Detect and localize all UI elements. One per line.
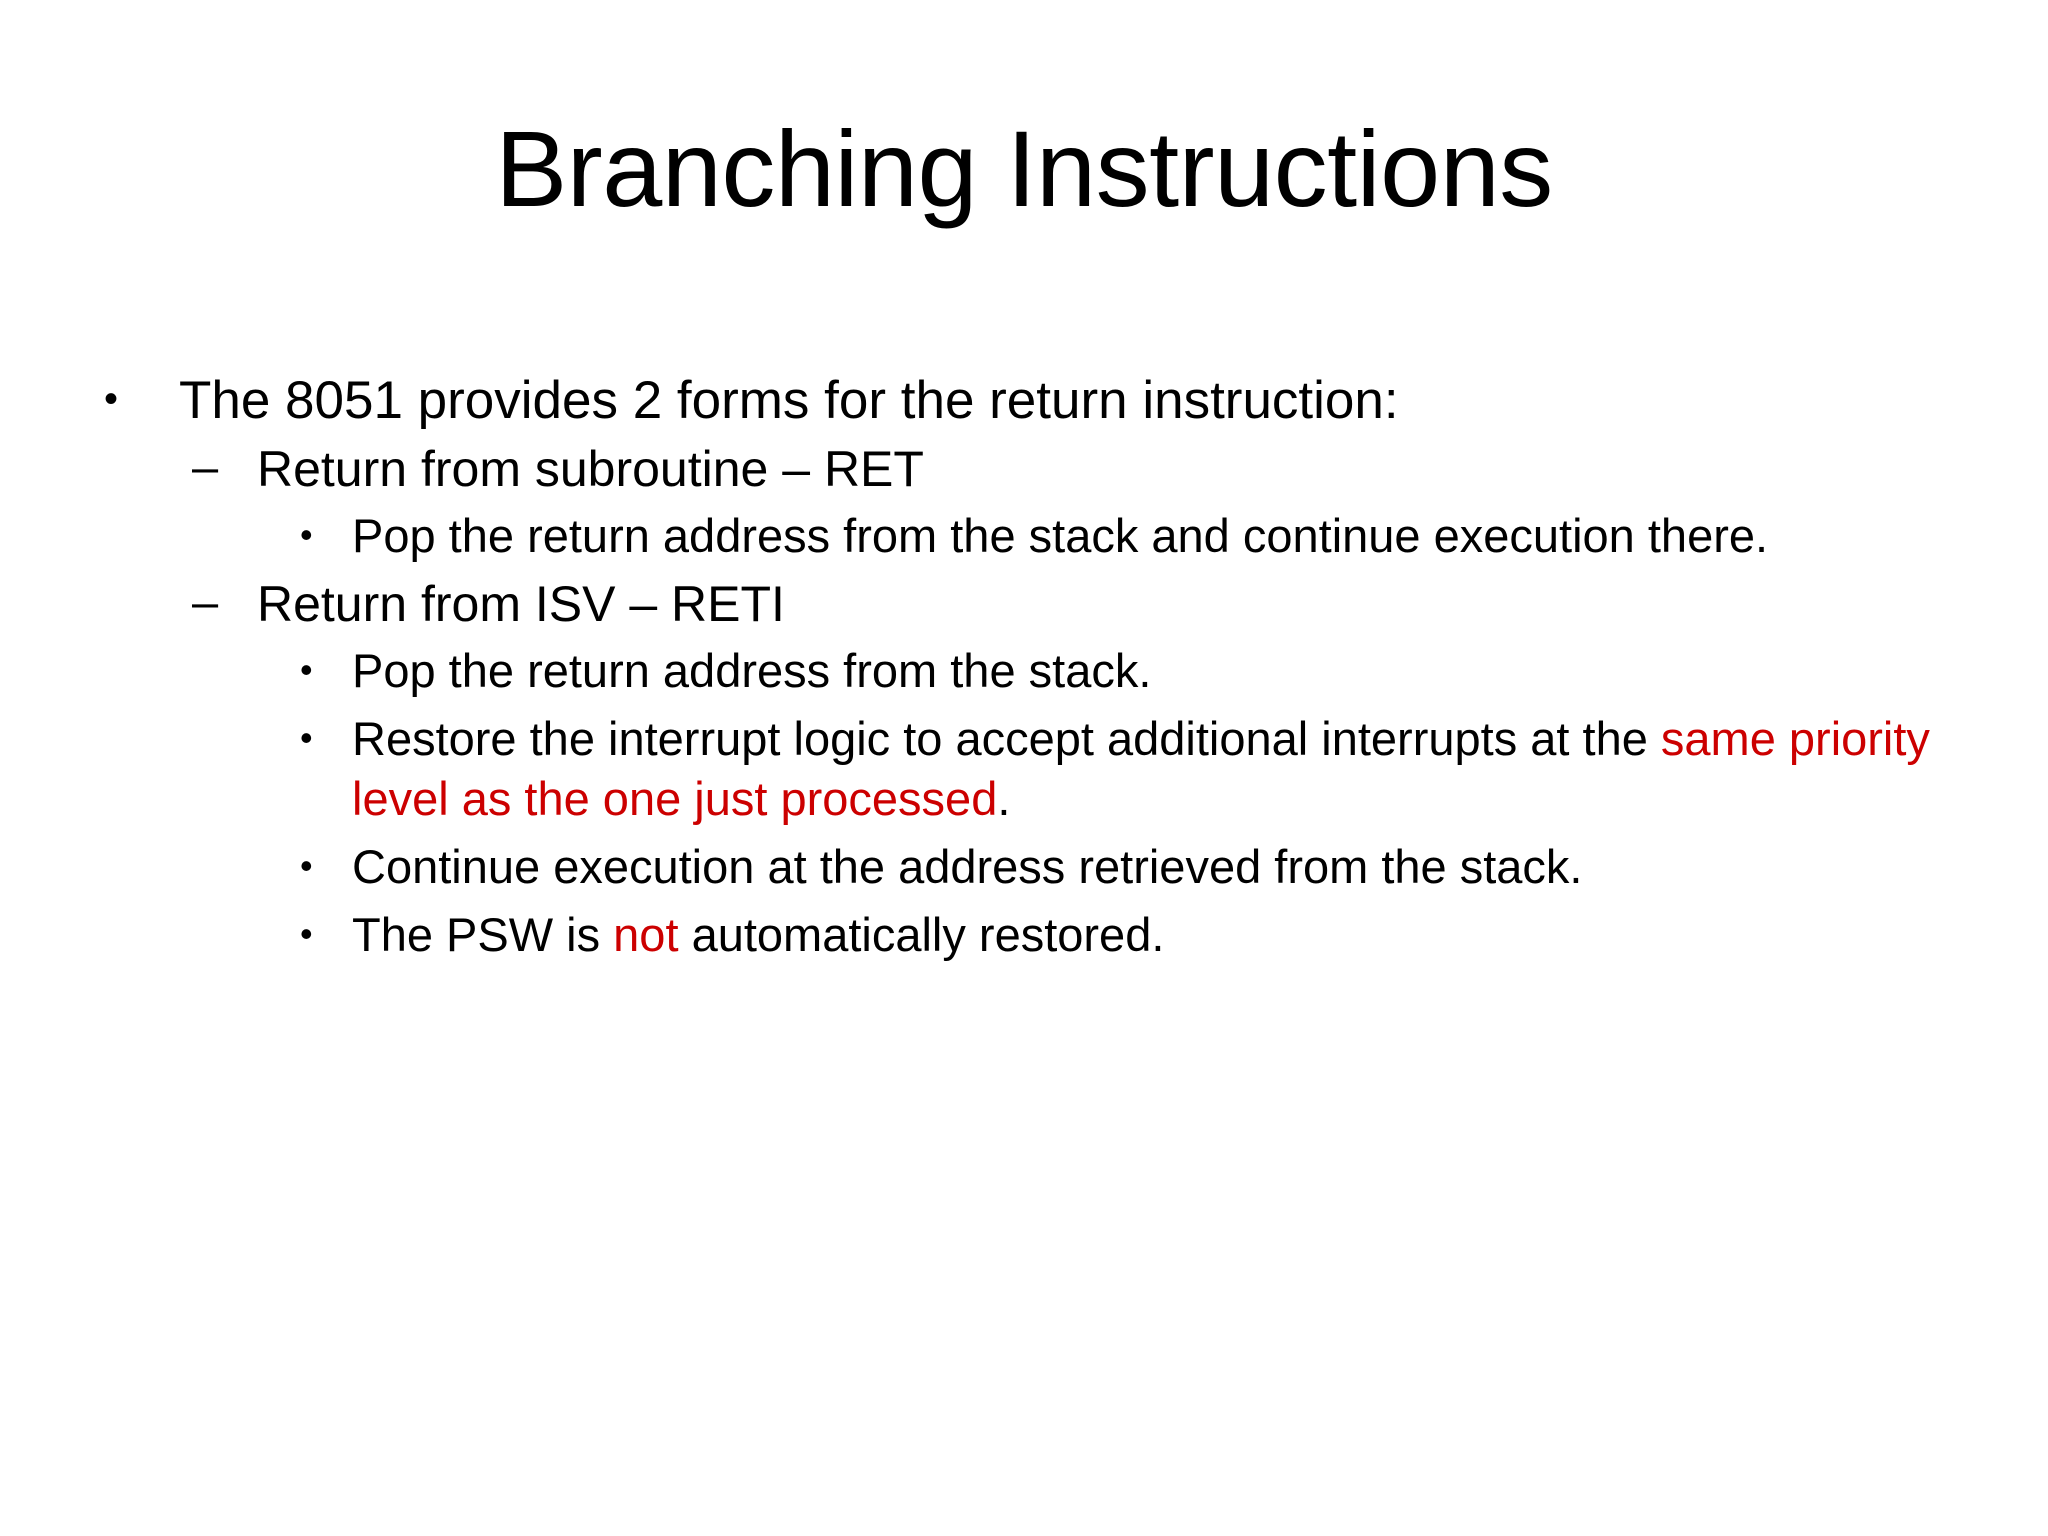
bullet-text: Restore the interrupt logic to accept ad… [352,709,1942,829]
page-title: Branching Instructions [495,108,1553,229]
bullet-level3: • Pop the return address from the stack. [300,641,1974,701]
bullet-marker-icon: • [300,913,313,955]
bullet-text: Continue execution at the address retrie… [352,840,1583,894]
bullet-text: Pop the return address from the stack an… [352,509,1769,563]
dash-marker-icon: – [192,574,219,628]
bullet-level3: • Pop the return address from the stack … [300,506,1974,566]
bullet-marker-icon: • [300,716,313,758]
bullet-text: Return from ISV – RETI [257,575,785,632]
bullet-text: The PSW is not automatically restored. [352,905,1942,965]
bullet-text-tail: . [997,771,1011,825]
bullet-level3-highlighted: • Restore the interrupt logic to accept … [300,709,1974,829]
bullet-text-tail: automatically restored. [678,908,1165,962]
slide-body: • The 8051 provides 2 forms for the retu… [104,370,1974,973]
bullet-marker-icon: • [300,648,313,690]
dash-marker-icon: – [192,440,219,494]
bullet-marker-icon: • [300,514,313,556]
bullet-text: Return from subroutine – RET [257,441,924,498]
bullet-text: Pop the return address from the stack. [352,643,1152,697]
bullet-level3-highlighted: • The PSW is not automatically restored. [300,905,1974,965]
bullet-level1: • The 8051 provides 2 forms for the retu… [104,370,1974,431]
bullet-text-highlight: same priority level as the one just proc… [352,711,1930,825]
bullet-text-lead: Restore the interrupt logic to accept ad… [352,711,1661,765]
bullet-text: The 8051 provides 2 forms for the return… [179,371,1399,430]
bullet-level2: – Return from ISV – RETI [192,575,1974,633]
bullet-level3: • Continue execution at the address retr… [300,837,1974,897]
bullet-text-lead: The PSW is [352,908,614,962]
bullet-text-highlight: not [613,908,679,962]
bullet-marker-icon: • [300,845,313,887]
bullet-level2: – Return from subroutine – RET [192,440,1974,498]
bullet-marker-icon: • [104,377,119,421]
